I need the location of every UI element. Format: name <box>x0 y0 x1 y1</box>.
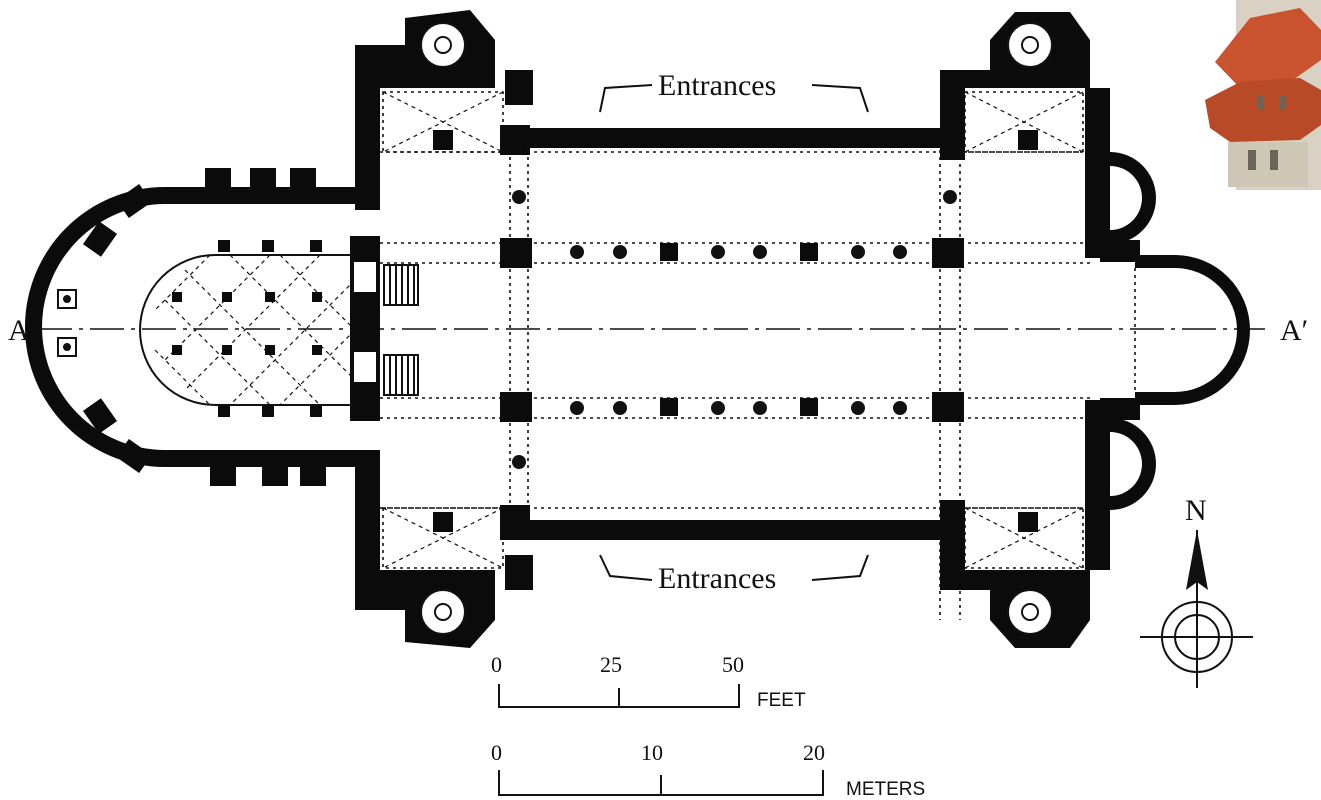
scale-bar-meters: 0 10 20 METERS <box>491 740 925 800</box>
building-model-thumbnail <box>1205 0 1321 190</box>
crypt <box>139 236 380 421</box>
scale-bar-feet: 0 25 50 FEET <box>491 652 806 711</box>
entrance-arrow-icon <box>811 554 869 581</box>
staircase-icon <box>383 264 419 396</box>
feet-tick-50: 50 <box>722 652 744 677</box>
spiral-stair-icon <box>420 589 466 635</box>
entrance-arrow-icon <box>599 84 653 113</box>
meters-tick-0: 0 <box>491 740 502 765</box>
entrances-label-top: Entrances <box>658 69 776 102</box>
entrance-arrow-icon <box>811 84 869 113</box>
spiral-stair-icon <box>1007 22 1053 68</box>
section-label-a-prime: A′ <box>1280 314 1308 347</box>
spiral-stair-icon <box>420 22 466 68</box>
section-label-a: A <box>8 314 30 347</box>
feet-tick-0: 0 <box>491 652 502 677</box>
feet-unit-label: FEET <box>757 690 806 711</box>
entrance-arrow-icon <box>599 554 653 581</box>
north-label: N <box>1185 494 1207 527</box>
feet-tick-25: 25 <box>600 652 622 677</box>
nave <box>380 128 1090 620</box>
compass-rose-icon: N <box>1140 494 1253 688</box>
meters-tick-10: 10 <box>641 740 663 765</box>
west-apse <box>25 168 355 486</box>
meters-tick-20: 20 <box>803 740 825 765</box>
spiral-stair-icon <box>1007 589 1053 635</box>
east-transept <box>940 12 1250 648</box>
entrances-label-bottom: Entrances <box>658 562 776 595</box>
meters-unit-label: METERS <box>846 779 925 800</box>
